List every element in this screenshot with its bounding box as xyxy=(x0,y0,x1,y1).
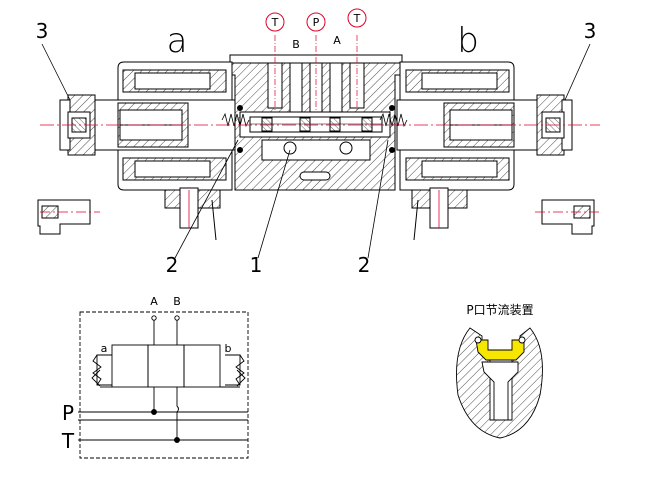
symbol-b-label: b xyxy=(225,342,232,355)
throttle-insert xyxy=(475,339,525,361)
callout-3-right: 3 xyxy=(584,19,597,43)
symbol-position-center xyxy=(147,344,185,388)
right-spring xyxy=(379,112,408,128)
right-coil-upper xyxy=(421,72,498,90)
left-spring xyxy=(221,112,250,128)
left-coil-lower xyxy=(134,160,211,178)
right-coil-lower xyxy=(421,160,498,178)
symbol-a-label: a xyxy=(101,342,108,355)
throttle-detail xyxy=(456,327,543,439)
hydraulic-symbol xyxy=(78,311,249,459)
symbol-A-label: A xyxy=(150,295,158,308)
left-coil-upper xyxy=(134,72,211,90)
svg-text:T: T xyxy=(353,12,361,25)
spool xyxy=(249,116,383,133)
solenoid-b-label: b xyxy=(457,21,479,61)
callout-3-left: 3 xyxy=(36,19,49,43)
symbol-P-label: P xyxy=(62,401,74,425)
symbol-position-a xyxy=(111,344,149,388)
port-marker-P: P xyxy=(306,12,326,32)
symbol-position-b xyxy=(183,344,221,388)
symbol-T-label: T xyxy=(61,429,75,453)
symbol-B-label: B xyxy=(173,295,181,308)
symbol-border xyxy=(79,311,249,459)
throttle-passage xyxy=(481,361,519,421)
throttle-title: P口节流装置 xyxy=(466,303,533,317)
svg-text:P: P xyxy=(313,16,320,29)
callout-2-right: 2 xyxy=(358,253,371,277)
port-channel-A xyxy=(329,62,343,114)
lower-port-slot xyxy=(299,171,331,181)
body-port-B-label: B xyxy=(292,38,300,51)
svg-text:T: T xyxy=(271,16,279,29)
port-channel-B xyxy=(289,62,303,114)
port-marker-T-right: T xyxy=(347,8,367,28)
solenoid-a-label: a xyxy=(167,21,188,61)
callout-2-left: 2 xyxy=(166,253,179,277)
port-marker-T-left: T xyxy=(265,12,285,32)
callout-1: 1 xyxy=(250,253,263,277)
body-port-A-label: A xyxy=(333,34,341,47)
